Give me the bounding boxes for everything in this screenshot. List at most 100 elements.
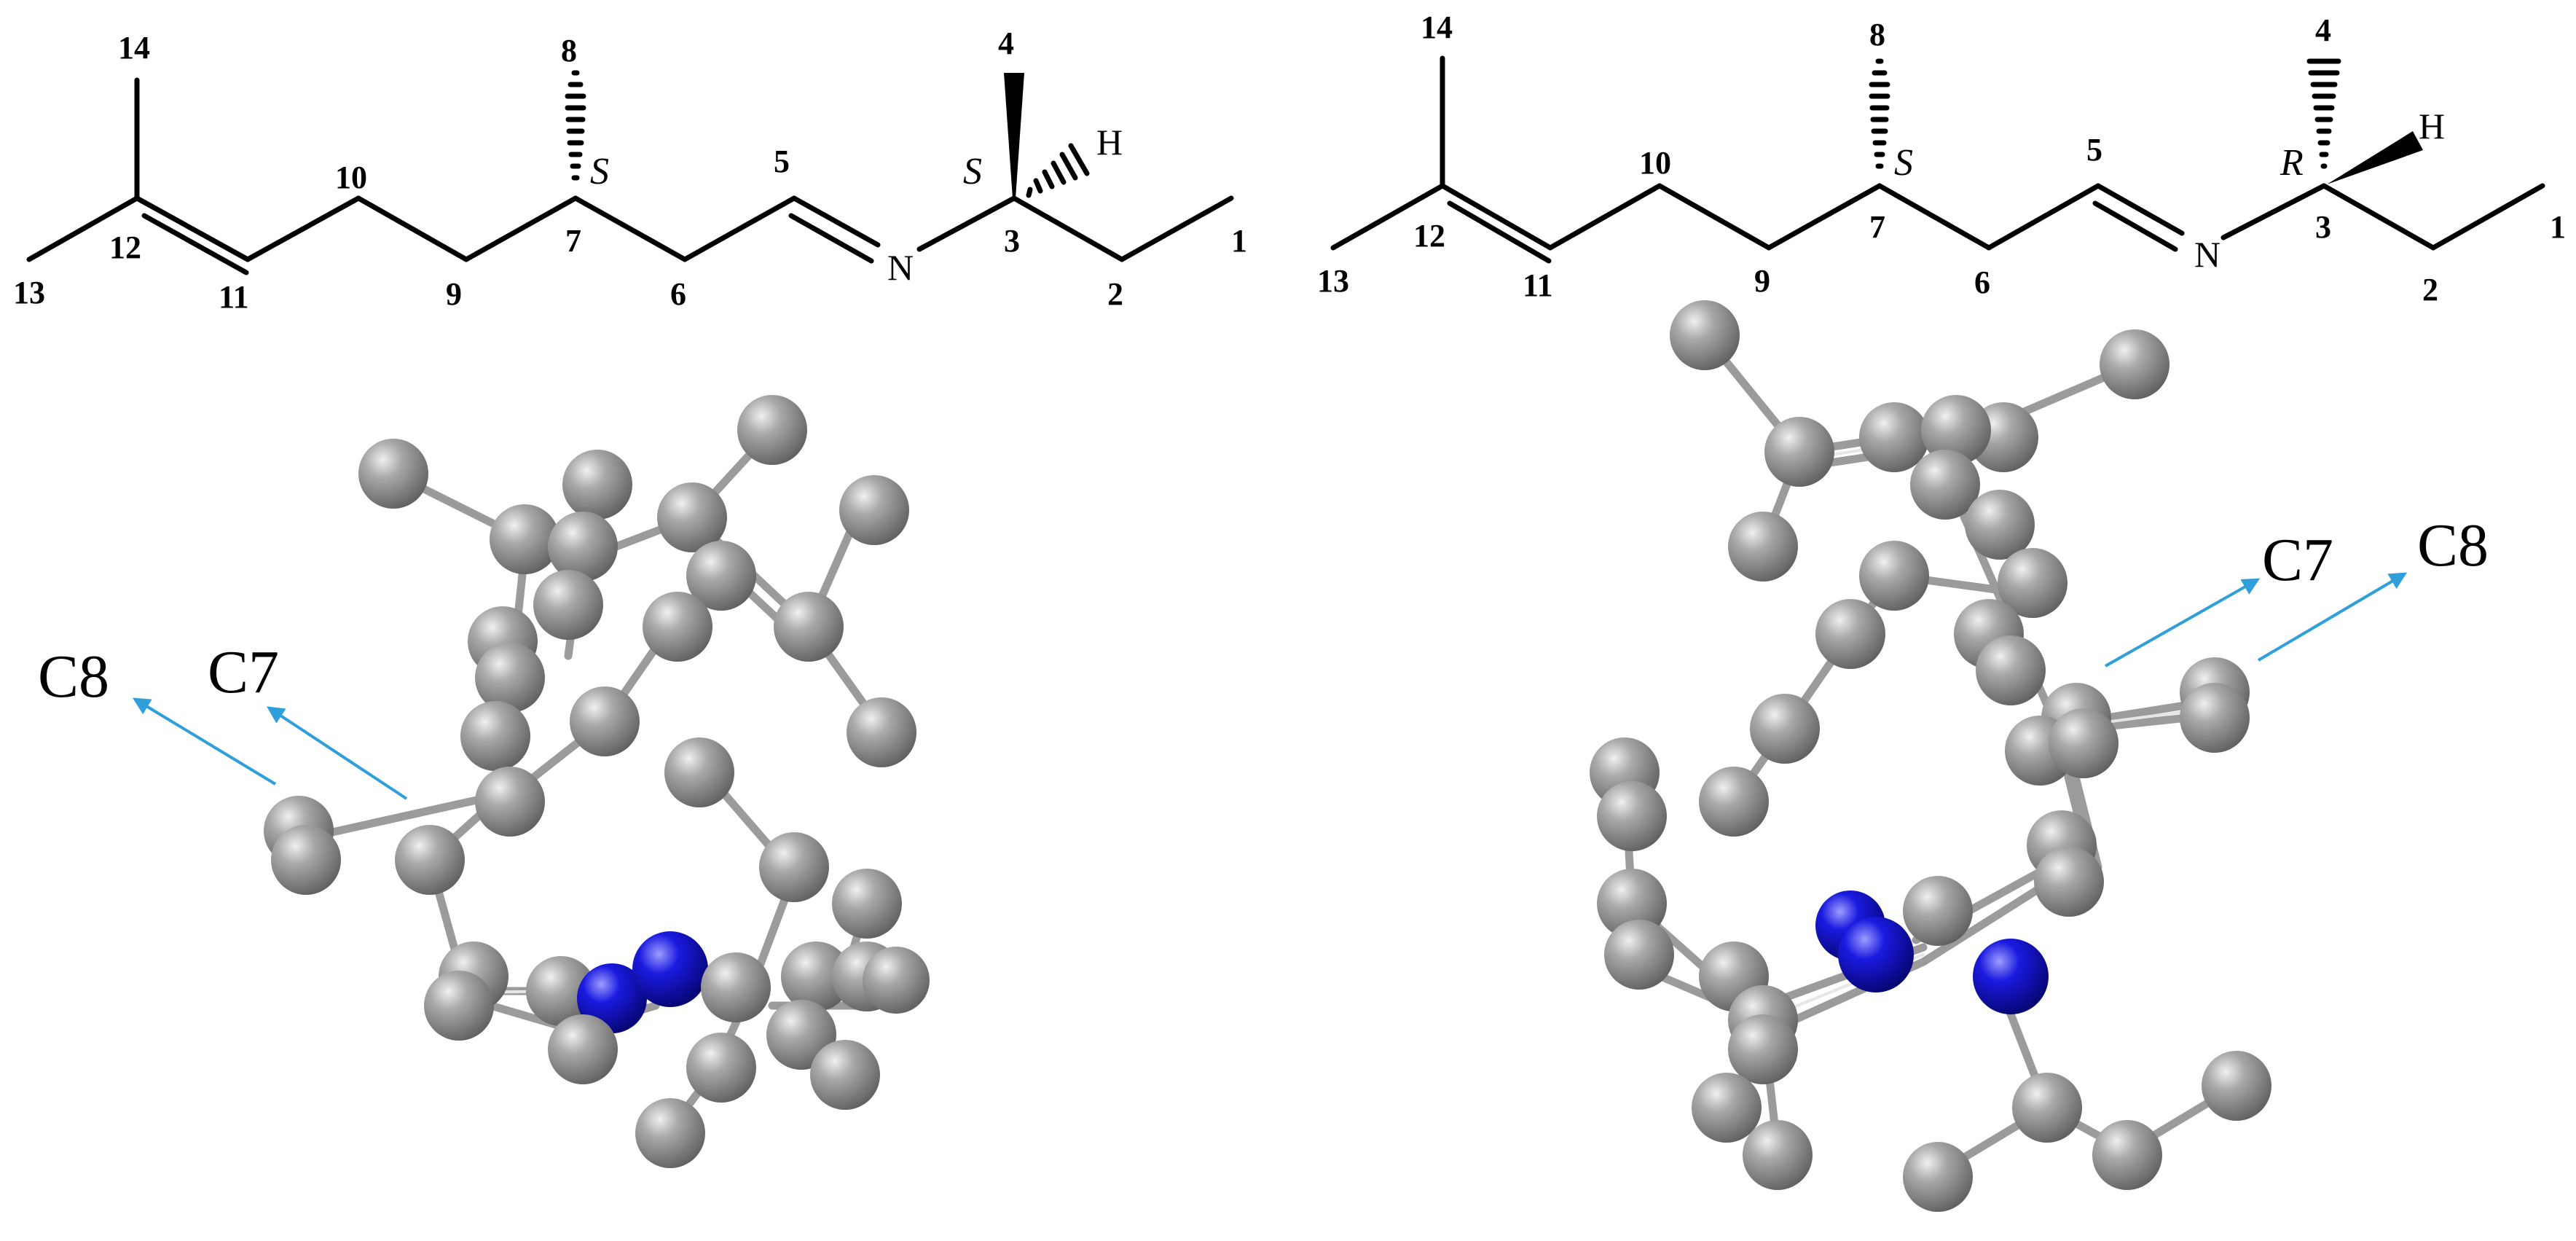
- right-atom-h: H: [2419, 106, 2445, 146]
- right-carbon-atom: [2100, 329, 2169, 399]
- right-number-11: 11: [1523, 267, 1553, 303]
- right-carbon-atom: [1692, 1073, 1762, 1143]
- right-carbon-atom: [1998, 548, 2068, 618]
- left-carbon-atom: [686, 541, 756, 611]
- right-carbon-atom: [1604, 920, 1674, 990]
- left-skeleton-bonds: [26, 77, 1234, 275]
- right-carbon-atom: [2180, 683, 2250, 753]
- right-carbon-atom: [1728, 512, 1798, 582]
- left-carbon-atom: [460, 701, 530, 771]
- right-3d-model: [1590, 300, 2271, 1212]
- left-carbon-atom: [548, 1014, 618, 1084]
- right-c3-c4-hashed-bond: [2306, 58, 2341, 169]
- left-carbon-atom: [657, 482, 727, 552]
- left-carbon-atom: [686, 1033, 756, 1103]
- left-carbon-atom: [475, 767, 545, 837]
- left-carbon-atom: [562, 450, 632, 520]
- right-carbon-atom: [2034, 847, 2104, 917]
- right-carbon-atom: [2092, 1120, 2162, 1190]
- right-callouts: C7 C8: [2105, 512, 2489, 668]
- right-carbon-atom: [1921, 395, 1991, 465]
- left-number-1: 1: [1231, 223, 1247, 259]
- left-number-6: 6: [670, 276, 686, 312]
- right-nitrogen-atom: [1973, 939, 2049, 1014]
- right-number-10: 10: [1639, 145, 1671, 181]
- right-number-4: 4: [2315, 12, 2331, 48]
- left-carbon-atom: [635, 1098, 705, 1168]
- left-carbon-atom: [847, 697, 916, 767]
- left-atom-h: H: [1096, 122, 1123, 163]
- right-number-5: 5: [2086, 132, 2102, 168]
- right-carbon-atom: [1764, 417, 1834, 487]
- left-carbon-atom: [701, 952, 771, 1022]
- right-stereo-label-c3: R: [2279, 142, 2304, 184]
- right-atom-numbers: 1 2 3 4 5 6 7 8 9 10 11 12 13 14: [1317, 9, 2566, 308]
- left-3d-model: [264, 395, 930, 1168]
- left-number-11: 11: [219, 279, 249, 315]
- left-c7-c8-hashed-bond: [565, 70, 586, 181]
- left-arrow-c8: [132, 697, 277, 786]
- left-callouts: C8 C7: [38, 638, 408, 800]
- right-carbon-atom: [1910, 450, 1980, 520]
- right-carbon-atom: [1903, 1142, 1973, 1212]
- right-3d-atoms: [1590, 300, 2271, 1212]
- left-c3-h-hashed-bond: [1026, 143, 1090, 198]
- right-atom-n: N: [2194, 234, 2220, 275]
- left-atom-numbers: 1 2 3 4 5 6 7 8 9 10 11 12 13 14: [13, 26, 1247, 315]
- left-carbon-atom: [533, 570, 603, 640]
- left-number-4: 4: [998, 26, 1014, 61]
- left-carbon-atom: [810, 1040, 880, 1110]
- right-number-3: 3: [2315, 209, 2331, 245]
- right-arrow-c7: [2105, 578, 2261, 668]
- left-number-9: 9: [446, 276, 462, 312]
- right-number-2: 2: [2422, 272, 2438, 308]
- left-atom-n: N: [887, 247, 914, 288]
- left-number-3: 3: [1004, 223, 1020, 259]
- right-carbon-atom: [1750, 694, 1820, 764]
- left-stereo-label-c3: S: [963, 151, 982, 192]
- left-nitrogen-atom: [577, 963, 647, 1033]
- left-number-7: 7: [565, 223, 581, 259]
- left-carbon-atom: [774, 592, 844, 662]
- right-carbon-atom: [1597, 781, 1667, 851]
- left-carbon-atom: [490, 504, 559, 574]
- right-c3-h-wedge-bond: [2327, 131, 2423, 184]
- left-number-14: 14: [118, 30, 150, 66]
- right-number-1: 1: [2550, 209, 2566, 245]
- left-carbon-atom: [781, 941, 851, 1011]
- left-number-2: 2: [1107, 276, 1123, 312]
- right-skeleton-bonds: [1330, 55, 2545, 264]
- right-number-14: 14: [1421, 9, 1453, 45]
- left-stereo-label-c7: S: [590, 151, 609, 192]
- right-stereo-label-c7: S: [1894, 142, 1913, 184]
- right-callout-c7: C7: [2262, 526, 2333, 594]
- right-carbon-atom: [1815, 599, 1885, 669]
- left-arrow-c7: [266, 706, 408, 800]
- left-number-12: 12: [109, 230, 141, 265]
- left-callout-c7: C7: [208, 638, 279, 706]
- left-carbon-atom: [526, 956, 596, 1026]
- right-carbon-atom: [1859, 402, 1929, 472]
- right-carbon-atom: [1728, 1014, 1798, 1084]
- left-structure: N H S S 1 2 3 4 5 6 7 8 9 10 11 12 13 14: [13, 26, 1247, 315]
- left-carbon-atom: [664, 737, 734, 807]
- right-carbon-atom: [1597, 869, 1667, 939]
- left-c3-c4-wedge-bond: [1004, 73, 1024, 198]
- right-carbon-atom: [2202, 1051, 2271, 1121]
- right-carbon-atom: [1743, 1120, 1813, 1190]
- right-callout-c8: C8: [2417, 512, 2489, 579]
- left-carbon-atom: [643, 592, 712, 662]
- left-3d-atoms: [264, 395, 930, 1168]
- left-carbon-atom: [424, 971, 494, 1041]
- right-number-7: 7: [1869, 209, 1885, 245]
- left-number-8: 8: [561, 33, 577, 68]
- left-carbon-atom: [570, 686, 640, 756]
- left-carbon-atom: [395, 825, 465, 895]
- right-number-8: 8: [1869, 17, 1885, 52]
- left-carbon-atom: [759, 832, 829, 902]
- right-carbon-atom: [1903, 876, 1973, 946]
- right-number-13: 13: [1317, 263, 1349, 299]
- right-nitrogen-atom: [1838, 917, 1914, 993]
- left-carbon-atom: [271, 825, 341, 895]
